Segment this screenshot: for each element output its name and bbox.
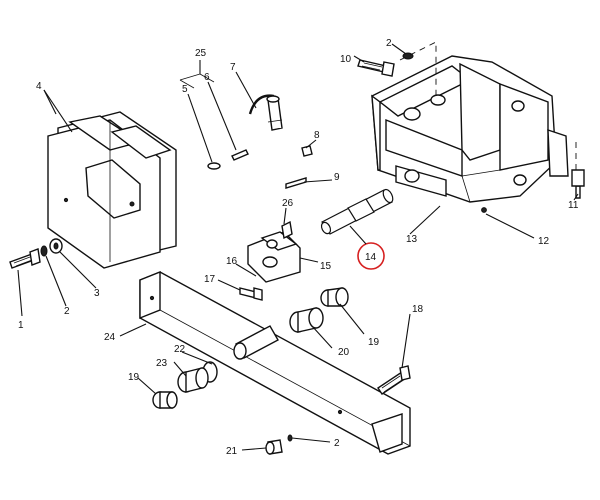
label-14: 14 xyxy=(365,252,377,263)
label-25: 25 xyxy=(195,48,207,59)
label-2-left: 2 xyxy=(64,306,70,317)
label-17: 17 xyxy=(204,274,216,285)
callout-labels: 25 5 6 7 4 1 2 3 2 10 8 9 26 15 16 17 14… xyxy=(18,38,579,457)
nut-21 xyxy=(265,439,283,455)
label-3: 3 xyxy=(94,288,100,299)
label-19-right: 19 xyxy=(368,337,380,348)
label-22: 22 xyxy=(174,344,186,355)
guide-line-top xyxy=(399,41,437,98)
label-13: 13 xyxy=(406,234,418,245)
label-15: 15 xyxy=(320,261,332,272)
highlighted-pin-14 xyxy=(320,188,394,235)
label-21: 21 xyxy=(226,446,238,457)
bushing-19-bottom xyxy=(152,391,178,409)
tube-22 xyxy=(233,325,279,360)
washer-2 xyxy=(40,245,48,257)
label-7: 7 xyxy=(230,62,236,73)
washer-2-bottom xyxy=(287,434,293,442)
bolt-18 xyxy=(377,365,411,395)
nut-3 xyxy=(49,238,63,254)
bolt-17 xyxy=(239,287,263,301)
label-12: 12 xyxy=(538,236,550,247)
highlight-circle xyxy=(357,242,385,270)
washer-12 xyxy=(481,207,487,213)
label-18: 18 xyxy=(412,304,424,315)
label-5: 5 xyxy=(182,84,188,95)
bushing-23 xyxy=(177,367,209,393)
leader-lines xyxy=(17,43,579,451)
label-4: 4 xyxy=(36,81,42,92)
bolt-10 xyxy=(357,59,395,77)
label-1: 1 xyxy=(18,320,24,331)
label-23: 23 xyxy=(156,358,168,369)
label-10: 10 xyxy=(340,54,352,65)
label-2-top: 2 xyxy=(386,38,392,49)
label-20: 20 xyxy=(338,347,350,358)
hitch-fork xyxy=(247,220,301,283)
bolt-11 xyxy=(571,169,585,199)
label-24: 24 xyxy=(104,332,116,343)
counterweight-plate xyxy=(47,111,177,269)
label-8: 8 xyxy=(314,130,320,141)
label-6: 6 xyxy=(204,72,210,83)
bushing-19-top xyxy=(320,287,349,307)
label-19-left: 19 xyxy=(128,372,140,383)
pin-9 xyxy=(285,177,307,189)
label-2-bottom: 2 xyxy=(334,438,340,449)
label-16: 16 xyxy=(226,256,238,267)
label-9: 9 xyxy=(334,172,340,183)
label-26: 26 xyxy=(282,198,294,209)
pin-set xyxy=(179,73,283,170)
label-11: 11 xyxy=(568,200,579,211)
support-bracket-housing xyxy=(371,55,569,203)
bolt-1 xyxy=(9,248,41,269)
bushing-20 xyxy=(289,307,324,333)
drawbar xyxy=(139,270,411,455)
